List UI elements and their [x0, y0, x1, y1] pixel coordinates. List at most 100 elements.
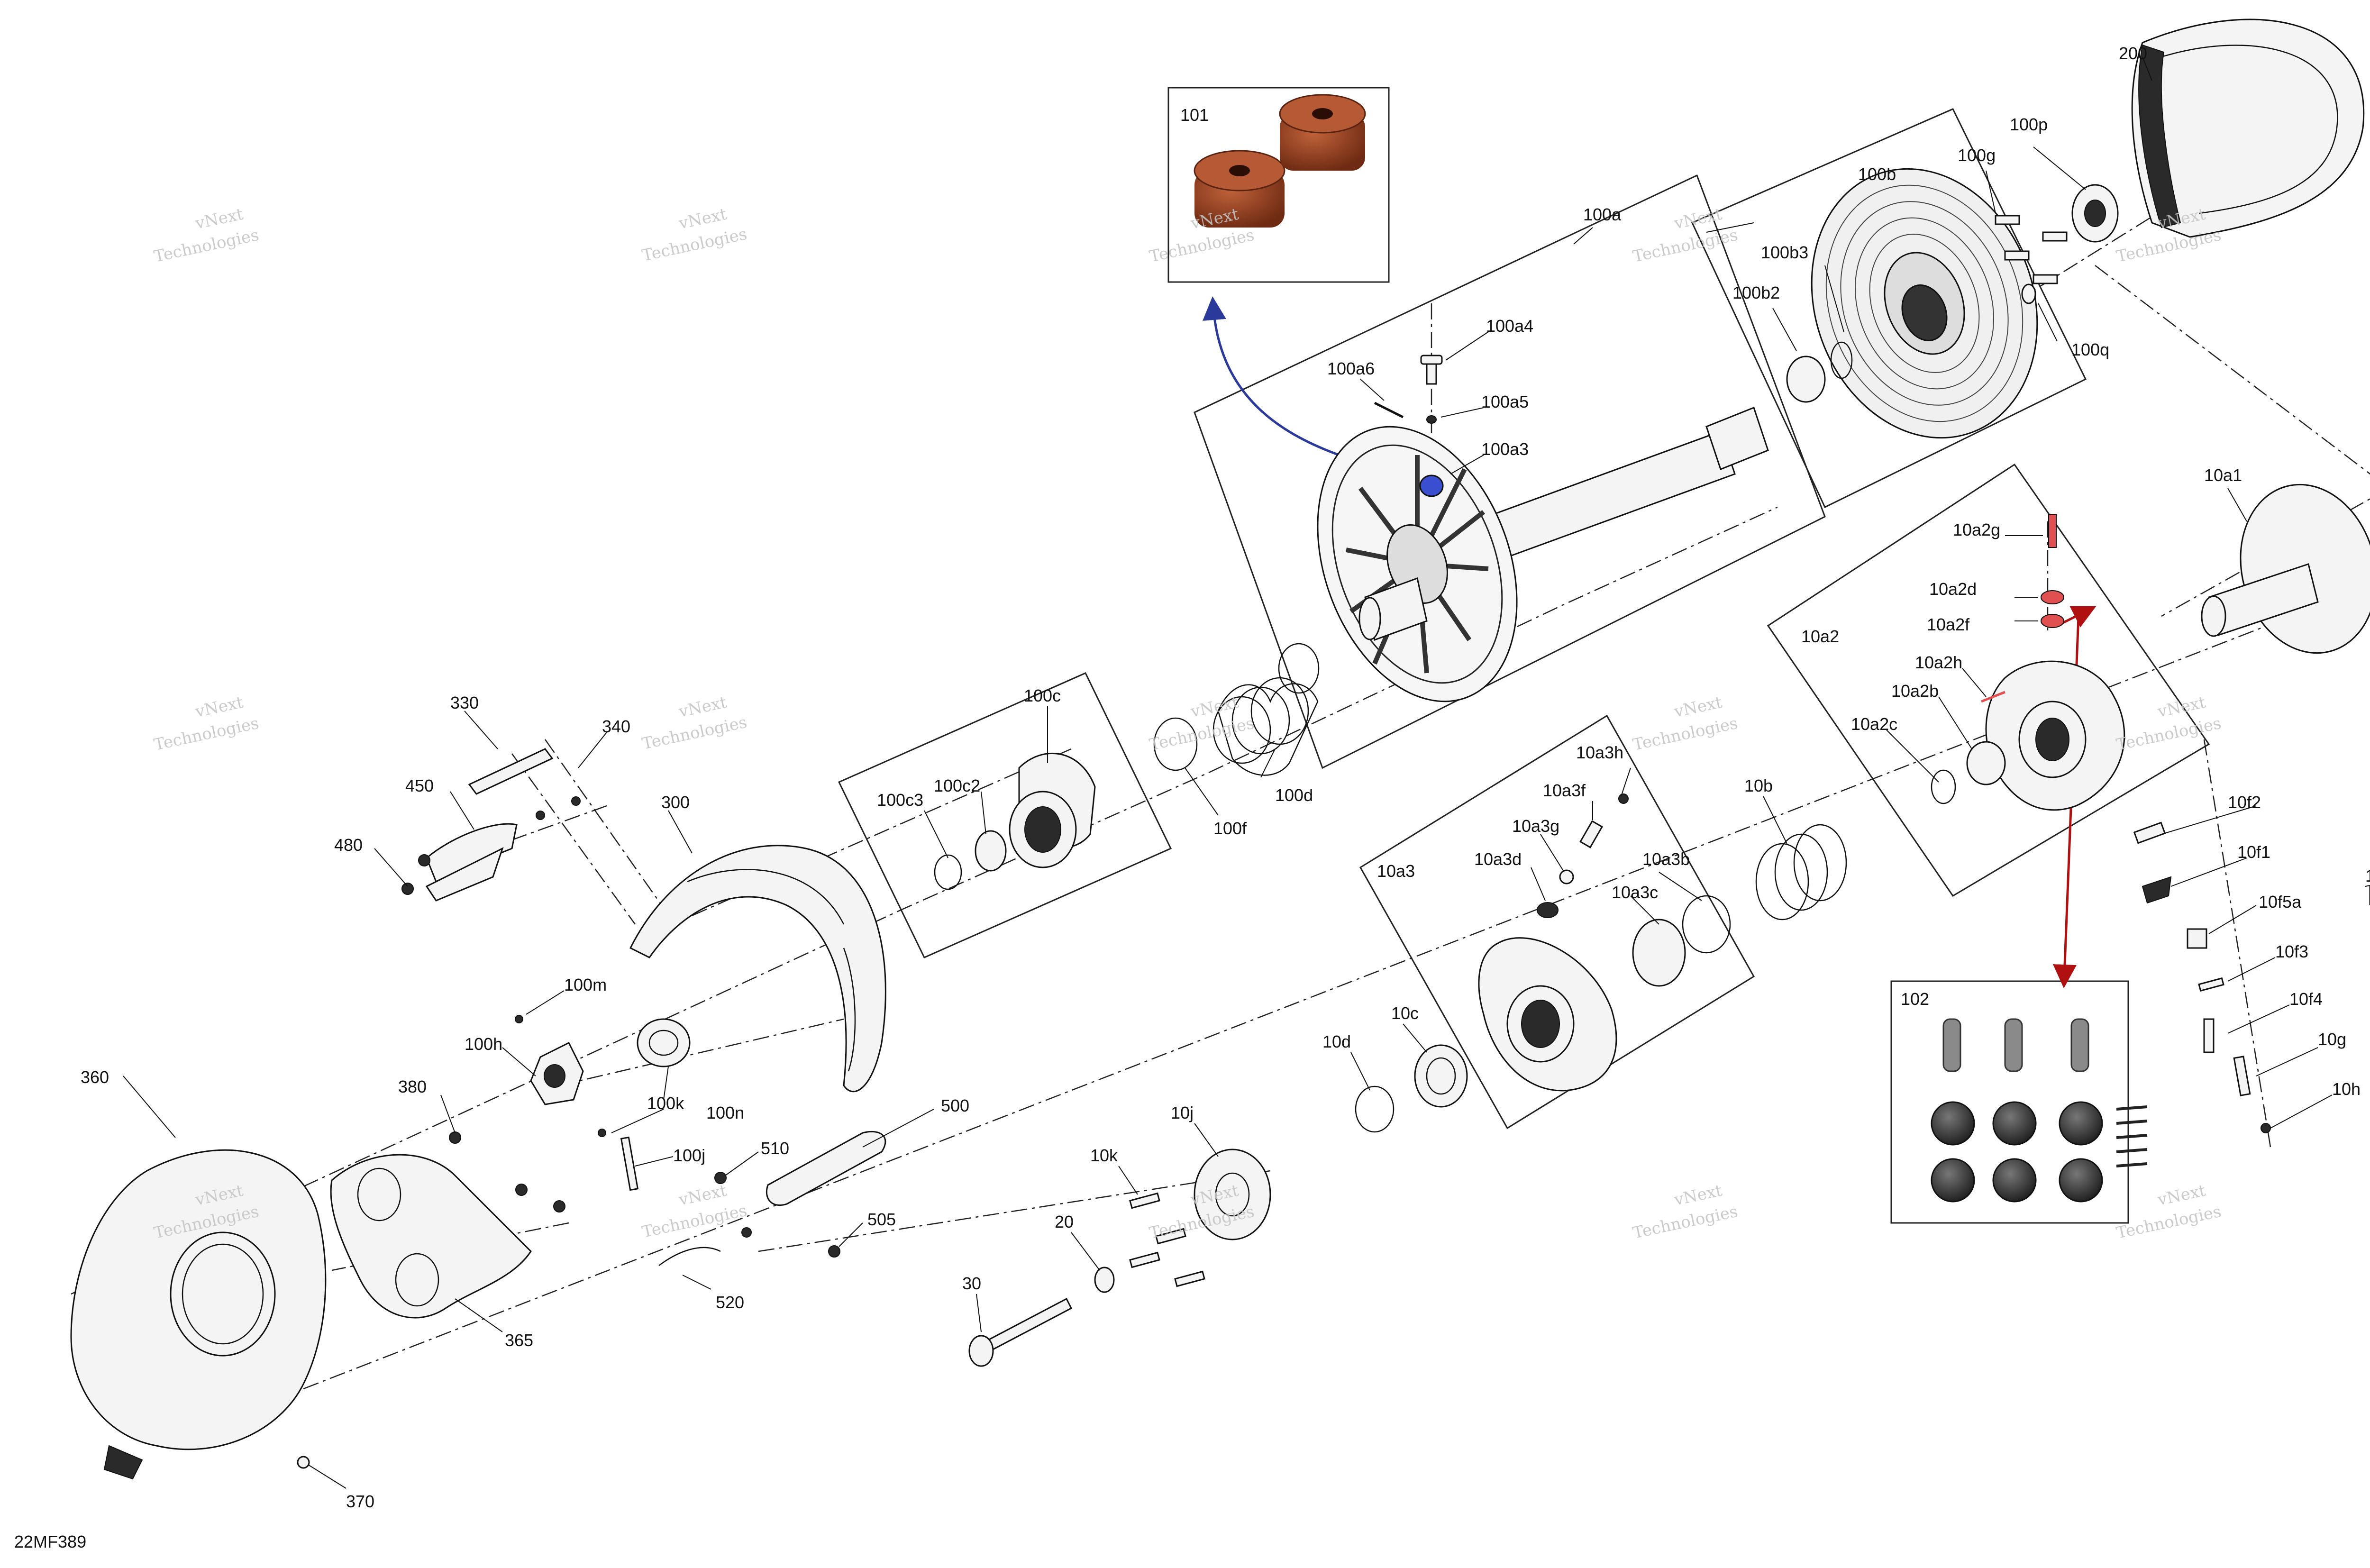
- watermark-line1: vNext: [193, 693, 245, 722]
- label-10a3d: 10a3d: [1474, 849, 1522, 869]
- label-100a5: 100a5: [1481, 392, 1529, 411]
- label-100a6: 100a6: [1327, 359, 1375, 378]
- washer-20: [1094, 1267, 1115, 1293]
- label-10k: 10k: [1090, 1146, 1118, 1165]
- label-505: 505: [867, 1210, 896, 1229]
- box-frames: [838, 87, 2210, 1224]
- inset-102-kit: 102: [1901, 989, 2148, 1203]
- parts-10f: [2133, 821, 2370, 1133]
- label-480: 480: [334, 835, 363, 855]
- watermark-line2: Technologies: [1631, 1202, 1739, 1243]
- sheave-10a1: [2201, 483, 2370, 654]
- label-100m: 100m: [564, 975, 607, 994]
- watermark-line2: Technologies: [1148, 226, 1256, 266]
- watermark-line1: vNext: [677, 205, 729, 234]
- watermark-line1: vNext: [1672, 205, 1724, 234]
- inset-101-rollers: 101: [1180, 94, 1366, 228]
- watermark-line2: Technologies: [1148, 714, 1256, 755]
- label-360: 360: [81, 1067, 109, 1087]
- ring-10d: [1355, 1085, 1395, 1133]
- label-10f2: 10f2: [2228, 793, 2261, 812]
- label-10d: 10d: [1322, 1032, 1351, 1051]
- label-100j: 100j: [673, 1146, 705, 1165]
- frame-100a: [1194, 174, 1826, 769]
- frame-10a2: [1767, 463, 2210, 897]
- shaft-sheave-100a: [1317, 407, 1769, 702]
- hub-10j: [1194, 1149, 1271, 1240]
- bolts-10k: [1129, 1192, 1205, 1287]
- spider-100c: [934, 753, 1096, 890]
- label-10h: 10h: [2332, 1079, 2361, 1099]
- guard-300: [629, 845, 886, 1093]
- label-100k: 100k: [647, 1094, 684, 1113]
- label-100g: 100g: [1958, 146, 1996, 165]
- spring-10b: [1755, 824, 1847, 921]
- bolts-380: [449, 1131, 565, 1212]
- assembly-centerlines: [71, 174, 2370, 1390]
- frame-100b: [1691, 108, 2087, 509]
- ring-100e: [1278, 643, 1320, 694]
- label-100a: 100a: [1583, 205, 1622, 224]
- frame-10a3: [1359, 714, 1755, 1130]
- label-200: 200: [2119, 44, 2147, 63]
- label-10f5a: 10f5a: [2259, 892, 2302, 912]
- latch-500: [658, 1130, 886, 1267]
- label-10g: 10g: [2318, 1030, 2346, 1049]
- watermark-line1: vNext: [677, 693, 729, 722]
- bracket-group: [401, 748, 581, 902]
- watermark-line1: vNext: [677, 1181, 729, 1210]
- label-10a2: 10a2: [1801, 627, 1839, 646]
- label-10a3b: 10a3b: [1642, 849, 1690, 869]
- label-10a2h: 10a2h: [1915, 653, 1962, 672]
- sheave-100b: [1811, 168, 2038, 439]
- small-parts-100b: [1786, 184, 2119, 403]
- washer-100f: [1153, 717, 1198, 771]
- label-10c: 10c: [1391, 1003, 1419, 1023]
- label-10a2f: 10a2f: [1927, 615, 1970, 634]
- label-100a4: 100a4: [1486, 316, 1533, 336]
- watermark-line2: Technologies: [152, 226, 260, 266]
- housing-360: [70, 1149, 327, 1480]
- washer-370: [297, 1456, 310, 1469]
- label-100q: 100q: [2071, 340, 2109, 359]
- label-370: 370: [346, 1492, 374, 1511]
- watermark-line2: Technologies: [640, 1201, 748, 1242]
- label-100p: 100p: [2010, 115, 2048, 134]
- watermark-line2: Technologies: [2115, 226, 2223, 266]
- frame-inset-101: [1167, 87, 1390, 283]
- label-100h: 100h: [465, 1034, 502, 1054]
- label-10a3c: 10a3c: [1612, 883, 1658, 902]
- pins: [1942, 1018, 2089, 1072]
- watermark-line1: vNext: [193, 205, 245, 234]
- label-100d: 100d: [1275, 785, 1313, 805]
- cover-365: [330, 1154, 532, 1319]
- watermark-line2: Technologies: [1631, 226, 1739, 266]
- label-10j: 10j: [1171, 1103, 1194, 1122]
- label-10f1: 10f1: [2237, 842, 2270, 862]
- watermark-line2: Technologies: [2115, 714, 2223, 755]
- label-10f3: 10f3: [2275, 942, 2308, 961]
- watermark-line2: Technologies: [152, 714, 260, 755]
- label-10a3g: 10a3g: [1512, 816, 1559, 836]
- watermark-line1: vNext: [1672, 693, 1724, 722]
- label-10a1: 10a1: [2204, 465, 2242, 485]
- inset-101-label: 101: [1180, 105, 1209, 125]
- watermark-line2: Technologies: [1631, 714, 1739, 755]
- label-30: 30: [962, 1274, 981, 1293]
- label-20: 20: [1055, 1212, 1074, 1231]
- label-100b3: 100b3: [1761, 243, 1808, 262]
- label-100c2: 100c2: [934, 776, 980, 795]
- label-10b: 10b: [1744, 776, 1773, 795]
- label-100c: 100c: [1024, 686, 1061, 705]
- label-10a2b: 10a2b: [1891, 681, 1939, 701]
- frame-inset-102: [1890, 980, 2129, 1224]
- label-100c3: 100c3: [877, 790, 923, 810]
- label-510: 510: [761, 1139, 789, 1158]
- label-340: 340: [602, 717, 630, 736]
- label-380: 380: [398, 1077, 427, 1096]
- parts-100-small: [515, 1015, 752, 1238]
- label-10a2c: 10a2c: [1851, 714, 1897, 734]
- label-450: 450: [405, 776, 434, 795]
- roller-front: [1194, 150, 1285, 228]
- watermark-line1: vNext: [2156, 1181, 2207, 1210]
